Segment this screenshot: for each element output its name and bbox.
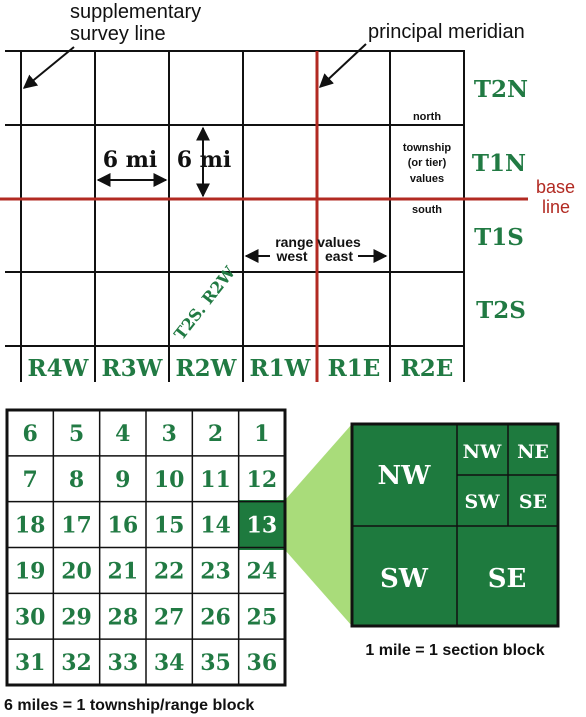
supplementary-arrow [22, 46, 75, 89]
section-number-5: 5 [69, 421, 84, 447]
section-number-22: 22 [154, 558, 185, 584]
section-number-24: 24 [247, 558, 278, 584]
quarter-se-label: SE [488, 564, 527, 594]
section-number-32: 32 [61, 650, 92, 676]
section-number-1: 1 [254, 421, 269, 447]
section-number-33: 33 [108, 650, 139, 676]
section-number-8: 8 [69, 467, 84, 493]
principal-meridian-arrow [318, 43, 367, 88]
section-number-17: 17 [61, 513, 92, 539]
section-number-23: 23 [200, 558, 231, 584]
section-number-2: 2 [208, 421, 223, 447]
township-values-label-1: township [403, 142, 452, 154]
section-number-13: 13 [247, 513, 278, 539]
section-number-16: 16 [108, 513, 139, 539]
section-number-10: 10 [154, 467, 185, 493]
township-range-cell-label: T2S. R2W [170, 262, 240, 344]
township-values-label-3: values [410, 173, 444, 185]
range-label-r3w: R3W [102, 355, 164, 382]
section-number-18: 18 [15, 513, 46, 539]
township-label-t2s: T2S [476, 297, 526, 324]
section-number-11: 11 [200, 467, 231, 493]
section-number-30: 30 [15, 604, 46, 630]
township-label-t1n: T1N [472, 150, 526, 177]
south-label: south [412, 204, 442, 216]
principal-meridian-label: principal meridian [368, 21, 525, 43]
township-block-caption: 6 miles = 1 township/range block [4, 697, 254, 714]
range-values-label: range values [275, 234, 361, 250]
township-range-grid [5, 50, 465, 382]
section-number-19: 19 [15, 558, 46, 584]
section-number-6: 6 [23, 421, 38, 447]
north-label: north [413, 111, 441, 123]
quarter-nw-label: NW [378, 461, 432, 491]
section-block-caption: 1 mile = 1 section block [365, 642, 544, 659]
supplementary-label-1: supplementary [70, 1, 201, 23]
sub-quarter-nw-label: NW [463, 441, 502, 463]
township-label-t2n: T2N [474, 76, 528, 103]
section-number-26: 26 [200, 604, 231, 630]
range-label-r2w: R2W [176, 355, 238, 382]
range-label-r4w: R4W [28, 355, 90, 382]
range-label-r1e: R1E [328, 355, 381, 382]
section-number-20: 20 [61, 558, 92, 584]
section-number-3: 3 [162, 421, 177, 447]
sub-quarter-ne-label: NE [517, 441, 549, 463]
section-number-21: 21 [108, 558, 139, 584]
section-number-35: 35 [200, 650, 231, 676]
section-number-36: 36 [247, 650, 278, 676]
section-number-31: 31 [15, 650, 46, 676]
section-number-27: 27 [154, 604, 185, 630]
zoom-wedge [285, 424, 352, 626]
sub-quarter-se-label: SE [519, 491, 547, 513]
section-number-25: 25 [247, 604, 278, 630]
range-label-r2e: R2E [401, 355, 454, 382]
quarter-section: NW SW SE NW NE SW SE [350, 422, 560, 628]
township-label-t1s: T1S [474, 224, 524, 251]
section-number-7: 7 [23, 467, 38, 493]
section-number-9: 9 [115, 467, 130, 493]
six-mile-width-label: 6 mi [103, 147, 158, 173]
section-number-34: 34 [154, 650, 185, 676]
section-number-29: 29 [61, 604, 92, 630]
range-east-label: east [325, 248, 353, 264]
base-line-label-2: line [542, 197, 570, 217]
range-label-r1w: R1W [250, 355, 312, 382]
section-number-28: 28 [108, 604, 139, 630]
range-west-label: west [275, 248, 307, 264]
township-values-label-2: (or tier) [408, 157, 447, 169]
supplementary-label-2: survey line [70, 23, 166, 45]
section-13-highlight [238, 500, 285, 550]
section-number-14: 14 [200, 513, 231, 539]
base-line-label-1: base [536, 177, 575, 197]
section-number-12: 12 [247, 467, 278, 493]
quarter-sw-label: SW [380, 564, 429, 594]
section-number-15: 15 [154, 513, 185, 539]
sub-quarter-sw-label: SW [464, 491, 500, 513]
section-number-4: 4 [115, 421, 130, 447]
